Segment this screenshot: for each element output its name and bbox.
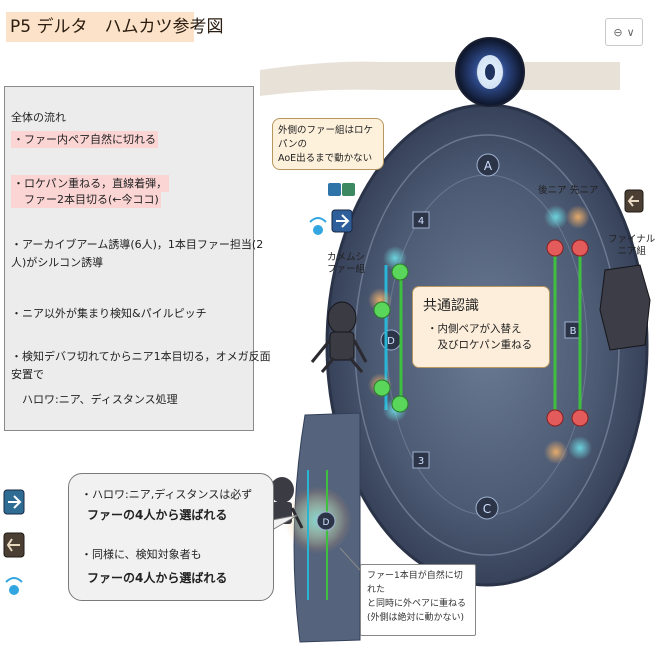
note-outer-far: 外側のファー組はロケパンの AoE出るまで動かない <box>272 118 384 170</box>
flow-item: ・検知デバフ切れてからニア1本目切る，オメガ反面 <box>11 350 271 363</box>
flow-item: 人)がシルコン誘導 <box>11 256 104 269</box>
chevron-down-icon: ∨ <box>626 25 635 39</box>
svg-text:C: C <box>483 502 491 516</box>
flow-item: ・アーカイブアーム誘導(6人)，1本目ファー担当(2 <box>11 238 264 251</box>
flow-panel: 全体の流れ ・ファー内ペア自然に切れる ・ロケパン重ねる，直線着弾， ファー2本… <box>4 86 271 431</box>
waymark-c: C <box>475 496 499 520</box>
flow-item: ・ロケパン重ねる，直線着弾， <box>11 175 170 192</box>
flow-item: ファー2本目切る(←今ココ) <box>11 191 161 208</box>
common-heading: 共通認識 <box>423 298 479 314</box>
waymark-3: 3 <box>412 451 430 469</box>
bubble-line: ・同様に、検知対象者も <box>81 548 202 561</box>
speech-bubble: ・ハロワ:ニア,ディスタンスは必ず ファーの4人から選ばれる ・同様に、検知対象… <box>68 473 274 601</box>
bubble-line: ファーの4人から選ばれる <box>87 508 228 522</box>
party-marker-icon <box>328 183 355 233</box>
debuff-stack <box>3 489 25 595</box>
common-line: ・内側ペアが入替え <box>427 323 522 335</box>
flow-item: ハロワ:ニア、ディスタンス処理 <box>11 393 178 406</box>
bubble-line: ・ハロワ:ニア,ディスタンスは必ず <box>81 488 253 501</box>
bubble-line: ファーの4人から選ばれる <box>87 571 228 585</box>
svg-text:D: D <box>387 336 395 347</box>
waymark-a: A <box>476 153 500 177</box>
page-title: P5 デルタ ハムカツ参考図 <box>6 12 223 42</box>
omega-left-boss <box>310 301 368 373</box>
frame-top <box>260 61 620 96</box>
label-camera-far: カメムシ ファー組 <box>327 252 366 275</box>
debuff-icon <box>624 189 644 213</box>
omega-right-boss <box>599 264 651 351</box>
link-icon: ⊖ <box>613 25 623 39</box>
flow-heading: 全体の流れ <box>11 111 66 124</box>
waymark-d: D <box>380 329 402 351</box>
svg-text:B: B <box>570 326 577 337</box>
flow-item: 安置で <box>11 368 44 381</box>
svg-text:3: 3 <box>418 456 424 467</box>
svg-text:4: 4 <box>418 216 424 227</box>
label-rear-near: 後ニア <box>538 185 567 196</box>
flow-item: ・ニア以外が集まり検知&パイルピッチ <box>11 307 207 320</box>
waymark-4: 4 <box>412 211 430 229</box>
label-front-near: 先ニア <box>570 185 599 196</box>
link-dropdown[interactable]: ⊖ ∨ <box>605 18 643 46</box>
hello-world-icon <box>309 217 327 235</box>
flow-item: ・ファー内ペア自然に切れる <box>11 131 158 148</box>
svg-text:D: D <box>323 518 330 528</box>
note-bottom: ファー1本目が自然に切れた と同時に外ペアに重ねる (外側は絶対に動かない) <box>360 564 476 636</box>
far-group-left <box>368 246 409 422</box>
near-group-right <box>544 205 592 464</box>
label-final-near: ファイナル ニア組 <box>608 234 656 257</box>
svg-text:A: A <box>484 159 493 173</box>
common-note: 共通認識 ・内側ペアが入替え 及びロケパン重ねる <box>412 286 550 368</box>
common-line: 及びロケパン重ねる <box>427 339 533 351</box>
